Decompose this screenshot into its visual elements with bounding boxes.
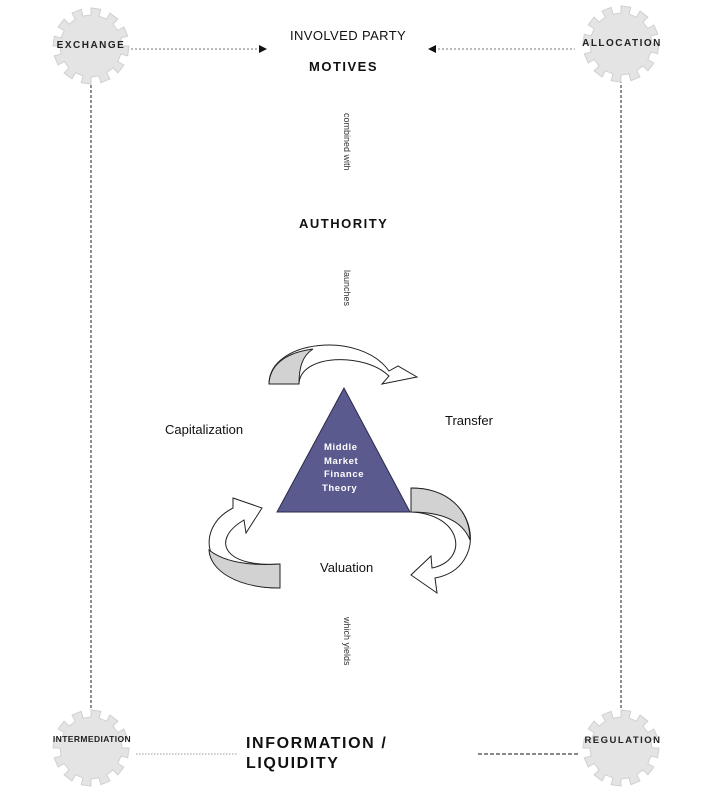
- motives-text: Motives: [309, 59, 379, 74]
- theory-triangle: [276, 386, 411, 513]
- result-label: INFORMATION / LIQUIDITY: [246, 735, 388, 772]
- connector-label-combined-with: combined with: [342, 113, 352, 171]
- authority-text: Authority: [299, 216, 389, 231]
- arrowhead-allocation: [428, 45, 436, 53]
- theory-triangle-label: Middle Market Finance Theory: [322, 441, 364, 495]
- cycle-label-capitalization: Capitalization: [165, 422, 244, 437]
- cycle-arrow-right: [410, 487, 471, 595]
- involved-party-label: INVOLVED PARTY: [290, 28, 407, 43]
- gear-label-intermediation: Intermediation: [52, 734, 132, 744]
- cycle-arrow-top: [268, 344, 419, 385]
- cycle-label-transfer: Transfer: [445, 413, 493, 428]
- arrowhead-exchange: [259, 45, 267, 53]
- cycle-label-valuation: Valuation: [320, 560, 374, 575]
- theory-line-3: Finance: [324, 469, 365, 480]
- gear-label-regulation: Regulation: [584, 735, 662, 746]
- gear-exchange-icon: [52, 7, 130, 85]
- motives-label: Motives: [309, 59, 378, 74]
- gear-label-exchange: Exchange: [56, 40, 126, 51]
- connector-label-which-yields: which yields: [342, 617, 352, 666]
- theory-line-1: Middle: [324, 442, 358, 453]
- gear-allocation-icon: [582, 5, 660, 83]
- authority-label: Authority: [299, 216, 388, 231]
- theory-line-4: Theory: [322, 482, 358, 494]
- theory-line-2: Market: [324, 455, 359, 467]
- gear-intermediation-icon: [52, 709, 130, 787]
- gear-regulation-icon: [582, 709, 660, 787]
- connector-label-launches: launches: [342, 270, 352, 307]
- cycle-arrow-left: [208, 497, 281, 589]
- gear-label-allocation: Allocation: [582, 38, 662, 49]
